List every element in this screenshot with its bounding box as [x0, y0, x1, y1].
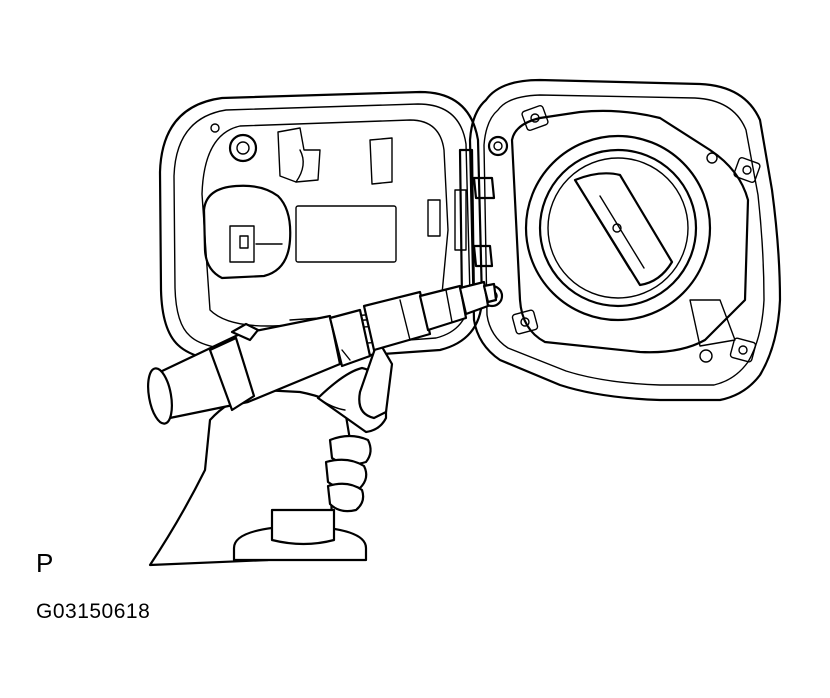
figure-code: G03150618	[36, 600, 151, 623]
fuel-filler-opening-housing	[468, 78, 782, 402]
rivet-gun-tool	[147, 280, 498, 425]
filler-cap-assembly	[524, 134, 736, 347]
air-hose-base	[232, 508, 368, 562]
view-label: P	[36, 548, 54, 578]
mounting-clips	[511, 104, 761, 363]
